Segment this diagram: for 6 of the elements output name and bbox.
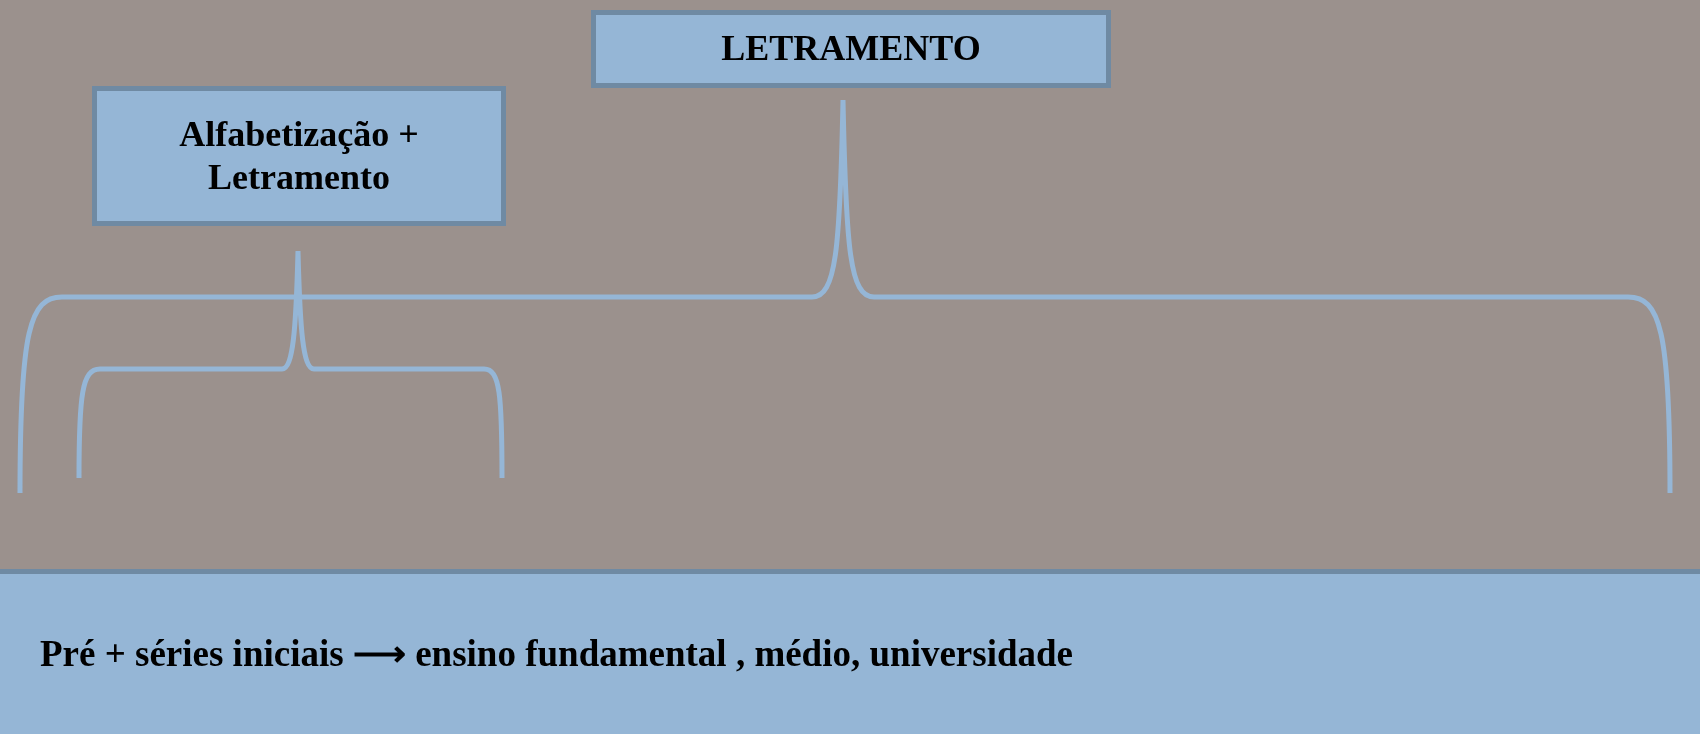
text-box	[92, 86, 506, 226]
box-label: LETRAMENTO	[721, 27, 981, 71]
box-label: Alfabetização + Letramento	[178, 112, 420, 199]
box-label: Pré + séries iniciais ⟶ ensino fundamental , médio, universidade	[40, 631, 1073, 676]
text-box	[0, 569, 1700, 734]
text-box	[591, 10, 1111, 88]
